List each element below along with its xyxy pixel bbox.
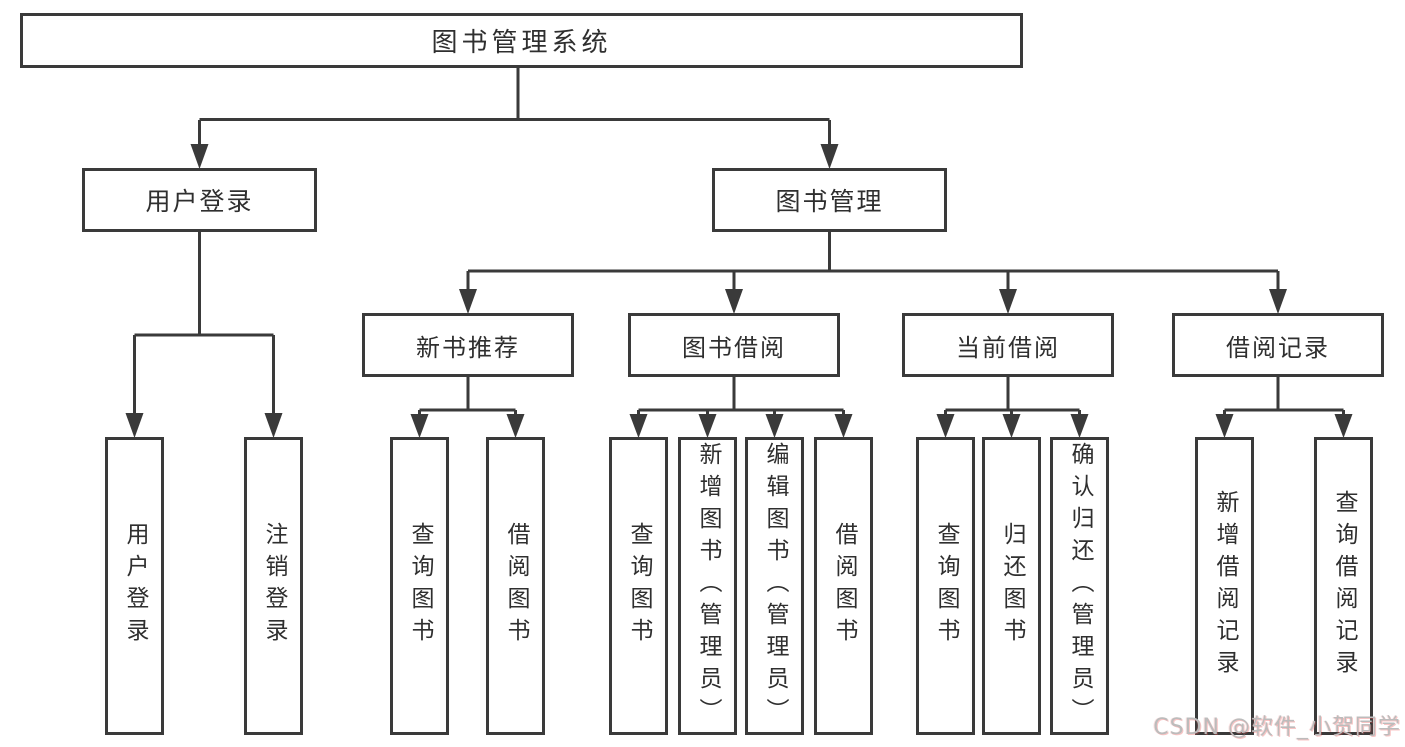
- leaf-node-return-books: 归还图书: [982, 437, 1041, 735]
- leaf-node-confirm-return-admin: 确认归还（管理员）: [1050, 437, 1109, 735]
- leaf-node-borrow-books-recommend: 借阅图书: [486, 437, 545, 735]
- group-node-label: 借阅记录: [1226, 333, 1330, 362]
- root-node-label: 图书管理系统: [431, 28, 612, 58]
- leaf-node-label: 查询图书: [626, 522, 652, 650]
- group-node-current-borrowing: 当前借阅: [902, 313, 1114, 377]
- csdn-watermark: CSDN @软件_小贺同学: [1153, 715, 1401, 740]
- leaf-node-label: 新增借阅记录: [1212, 490, 1238, 682]
- leaf-node-label: 查询图书: [933, 522, 959, 650]
- leaf-node-label: 归还图书: [999, 522, 1025, 650]
- group-node-label: 新书推荐: [416, 333, 520, 362]
- group-node-label: 当前借阅: [956, 333, 1060, 362]
- leaf-node-label: 借阅图书: [831, 522, 857, 650]
- group-node-book-borrowing: 图书借阅: [628, 313, 840, 377]
- leaf-node-query-books-current: 查询图书: [916, 437, 975, 735]
- root-node-library-system: 图书管理系统: [20, 13, 1023, 68]
- leaf-node-edit-books-admin: 编辑图书（管理员）: [745, 437, 804, 735]
- leaf-node-add-borrow-record: 新增借阅记录: [1195, 437, 1254, 735]
- leaf-node-label: 查询图书: [407, 522, 433, 650]
- group-node-borrowing-records: 借阅记录: [1172, 313, 1384, 377]
- group-node-label: 图书借阅: [682, 333, 786, 362]
- branch-node-user-login: 用户登录: [82, 168, 317, 232]
- leaf-node-label: 查询借阅记录: [1331, 490, 1357, 682]
- leaf-node-borrow-books: 借阅图书: [814, 437, 873, 735]
- leaf-node-query-books-recommend: 查询图书: [390, 437, 449, 735]
- leaf-node-label: 借阅图书: [503, 522, 529, 650]
- branch-node-label: 图书管理: [775, 187, 884, 216]
- leaf-node-label: 编辑图书（管理员）: [762, 442, 788, 730]
- leaf-node-label: 确认归还（管理员）: [1067, 442, 1093, 730]
- leaf-node-add-books-admin: 新增图书（管理员）: [678, 437, 737, 735]
- leaf-node-query-books-borrowing: 查询图书: [609, 437, 668, 735]
- branch-node-book-management: 图书管理: [712, 168, 947, 232]
- branch-node-label: 用户登录: [145, 187, 254, 216]
- group-node-new-book-recommendation: 新书推荐: [362, 313, 574, 377]
- leaf-node-user-login: 用户登录: [105, 437, 164, 735]
- leaf-node-logout: 注销登录: [244, 437, 303, 735]
- leaf-node-query-borrow-record: 查询借阅记录: [1314, 437, 1373, 735]
- leaf-node-label: 用户登录: [122, 522, 148, 650]
- leaf-node-label: 注销登录: [261, 522, 287, 650]
- leaf-node-label: 新增图书（管理员）: [695, 442, 721, 730]
